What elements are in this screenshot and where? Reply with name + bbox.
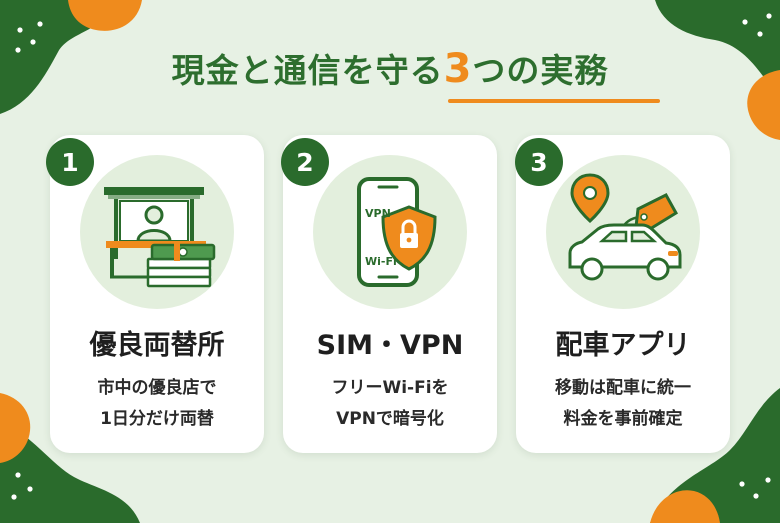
card-title: 配車アプリ [555, 330, 691, 361]
title-number: 3 [443, 46, 473, 92]
card-description: フリーWi-Fiを VPNで暗号化 [283, 373, 497, 435]
page-title: 現金と通信を守る3つの実務 [0, 44, 780, 92]
decor-top-right-blob [655, 0, 780, 100]
decor-bottom-right-blob [650, 388, 780, 523]
vpn-label: VPN [365, 207, 391, 220]
card-description-line: VPNで暗号化 [336, 409, 444, 429]
decor-top-right-orange [747, 70, 780, 140]
decor-top-left-blob [0, 0, 112, 114]
card-description-line: 市中の優良店で [97, 378, 217, 398]
title-suffix: つの実務 [472, 51, 609, 90]
decor-bottom-left-blob [0, 421, 140, 523]
title-underline [448, 99, 660, 103]
step-badge-2: 2 [281, 138, 329, 186]
card-description: 市中の優良店で 1日分だけ両替 [50, 373, 264, 435]
card-description-line: フリーWi-Fiを [331, 378, 449, 398]
decor-bottom-left-orange [0, 393, 31, 463]
card-ride-app: 配車アプリ 移動は配車に統一 料金を事前確定 [516, 135, 730, 453]
phone-vpn-shield-icon: VPN Wi-Fi [313, 155, 467, 309]
step-badge-3: 3 [515, 138, 563, 186]
card-title: 優良両替所 [89, 330, 225, 361]
card-description-line: 1日分だけ両替 [100, 409, 214, 429]
title-main: 現金と通信を守る [171, 51, 444, 90]
card-sim-vpn: VPN Wi-Fi SIM・VPN フリーWi-Fiを VPNで暗号化 [283, 135, 497, 453]
decor-bottom-right-orange [650, 490, 720, 523]
decor-top-left-orange [68, 0, 142, 31]
card-description-line: 移動は配車に統一 [555, 378, 691, 398]
card-description-line: 料金を事前確定 [563, 409, 683, 429]
step-badge-1: 1 [46, 138, 94, 186]
card-money-exchange: 優良両替所 市中の優良店で 1日分だけ両替 [50, 135, 264, 453]
card-title: SIM・VPN [316, 330, 464, 361]
money-exchange-booth-icon [80, 155, 234, 309]
wifi-label: Wi-Fi [365, 255, 397, 268]
card-description: 移動は配車に統一 料金を事前確定 [516, 373, 730, 435]
car-ride-app-icon [546, 155, 700, 309]
